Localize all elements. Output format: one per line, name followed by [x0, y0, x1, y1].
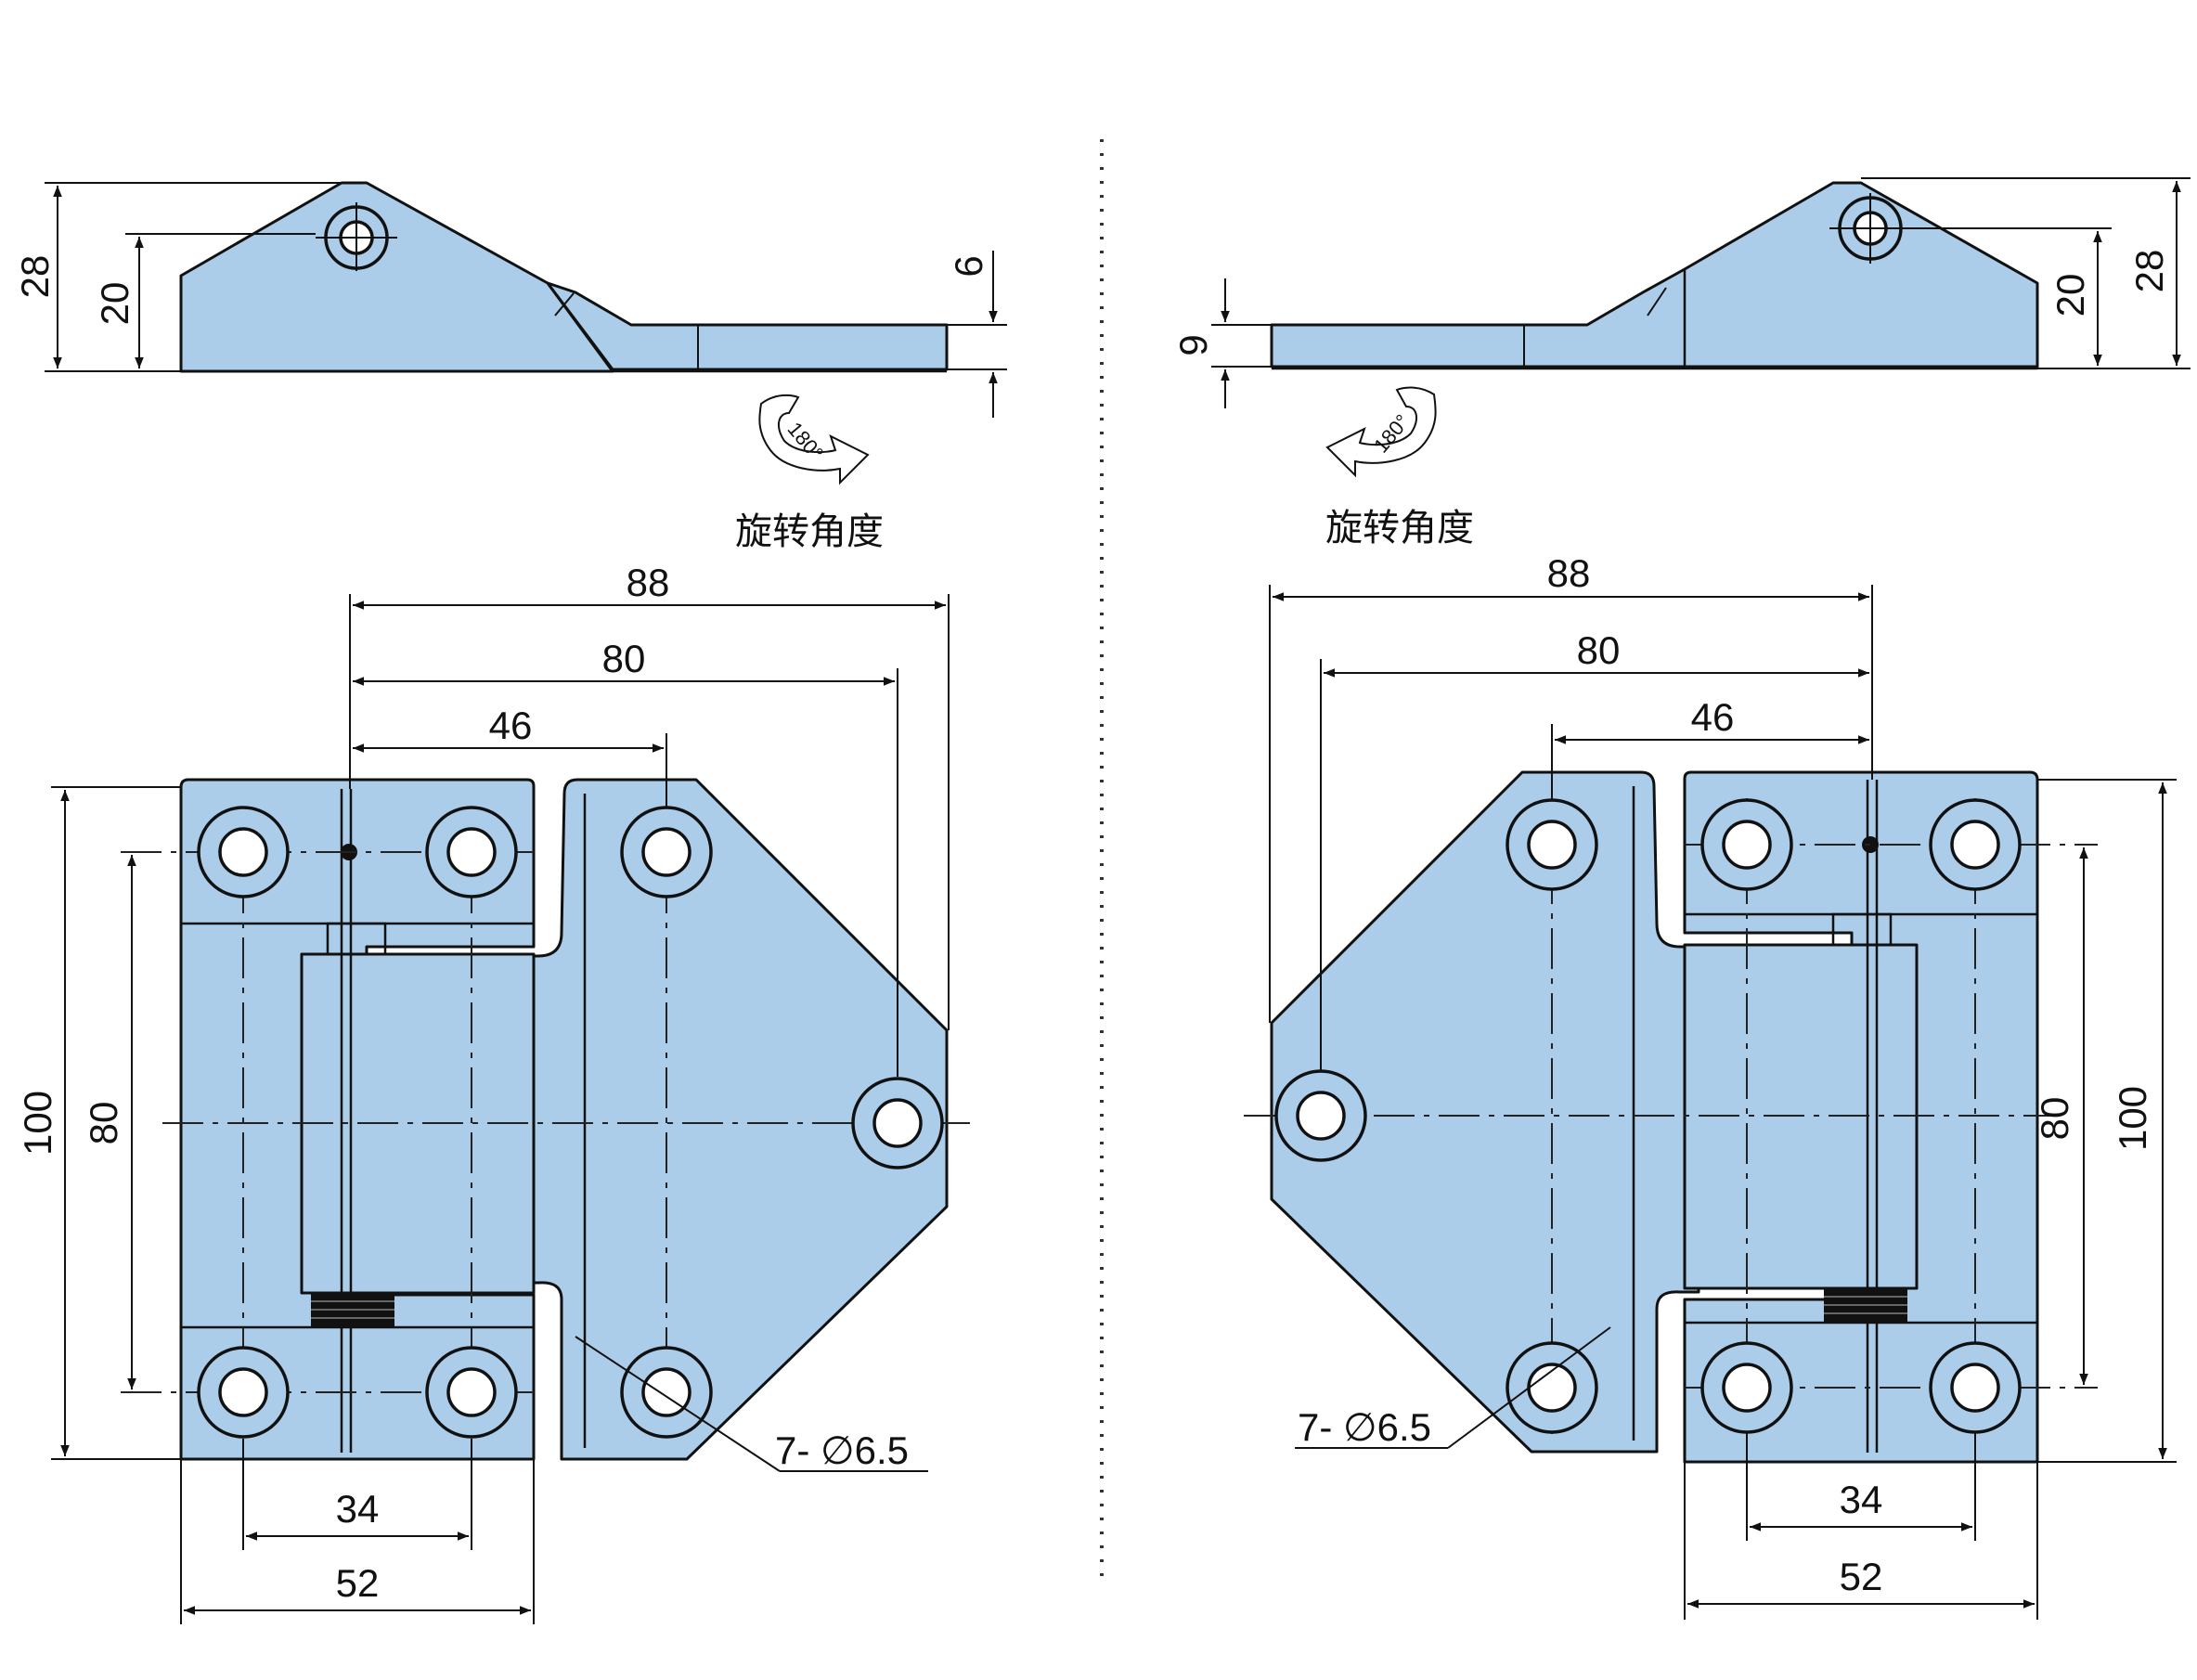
right-hole-6: [1700, 1341, 1793, 1434]
right-dim-80: 80: [1577, 628, 1621, 672]
left-side-dim-28: 28: [13, 255, 57, 299]
right-side-view: 28 20 9 180° 旋转角度: [1171, 177, 2191, 549]
right-side-dim-9: 9: [1171, 334, 1215, 355]
left-hole-2: [425, 806, 518, 898]
left-hole-7: [620, 1346, 713, 1439]
rotation-arrow-icon: 180°: [1325, 386, 1437, 478]
left-plan-view: 88 80 46 100 80 34 52 7- ∅6.5: [16, 561, 970, 1624]
left-side-view: 28 20 6 180° 旋转角度: [13, 181, 1007, 553]
left-side-body: [179, 181, 614, 373]
left-dim-34: 34: [336, 1487, 380, 1531]
left-adjust-screw-icon: [311, 1293, 394, 1326]
left-rotation-label: 旋转角度: [735, 510, 884, 553]
rotation-arrow-icon: 180°: [758, 394, 870, 485]
right-adjust-screw-icon: [1824, 1288, 1907, 1322]
right-hole-1: [1929, 798, 2022, 891]
right-hole-7: [1506, 1341, 1598, 1434]
left-dim-52: 52: [336, 1561, 380, 1605]
right-dim-80-vertical: 80: [2033, 1097, 2076, 1141]
left-hole-note: 7- ∅6.5: [775, 1428, 909, 1472]
right-rotation-value: 180°: [1369, 410, 1414, 458]
left-moving-leaf: [518, 778, 949, 1461]
right-side-dim-20: 20: [2048, 274, 2092, 317]
left-side-dim-6: 6: [947, 255, 990, 277]
left-rotation-value: 180°: [783, 418, 828, 465]
left-dim-80: 80: [602, 637, 646, 680]
left-hole-4: [851, 1077, 944, 1170]
right-side-body: [1270, 181, 2039, 368]
left-dim-100: 100: [16, 1091, 59, 1156]
right-moving-leaf: [1270, 770, 1700, 1454]
left-side-pivot-hole: [316, 202, 397, 271]
right-side-dim-28: 28: [2127, 250, 2171, 293]
right-hole-4: [1274, 1069, 1367, 1162]
right-hole-2: [1700, 798, 1793, 891]
right-dim-88: 88: [1547, 551, 1591, 595]
left-hole-6: [425, 1346, 518, 1439]
left-dim-46: 46: [489, 704, 533, 747]
left-hole-3: [620, 806, 713, 898]
left-side-dim-20: 20: [93, 282, 136, 326]
right-rotation-label: 旋转角度: [1325, 507, 1474, 549]
right-dim-52: 52: [1840, 1555, 1883, 1598]
right-hole-note: 7- ∅6.5: [1298, 1405, 1431, 1449]
right-hole-3: [1506, 798, 1598, 891]
right-dim-34: 34: [1840, 1478, 1883, 1521]
left-dim-80-vertical: 80: [82, 1102, 125, 1145]
right-dim-100: 100: [2111, 1086, 2154, 1151]
left-hole-5: [197, 1346, 290, 1439]
right-dim-46: 46: [1691, 695, 1735, 739]
right-plan-view: 88 80 46 100 80 34 52 7- ∅6.5: [1244, 551, 2177, 1620]
left-dim-88: 88: [627, 561, 670, 604]
left-side-leaf: [546, 281, 949, 371]
right-hole-5: [1929, 1341, 2022, 1434]
left-hole-1: [197, 806, 290, 898]
right-side-pivot-hole: [1829, 193, 1911, 264]
